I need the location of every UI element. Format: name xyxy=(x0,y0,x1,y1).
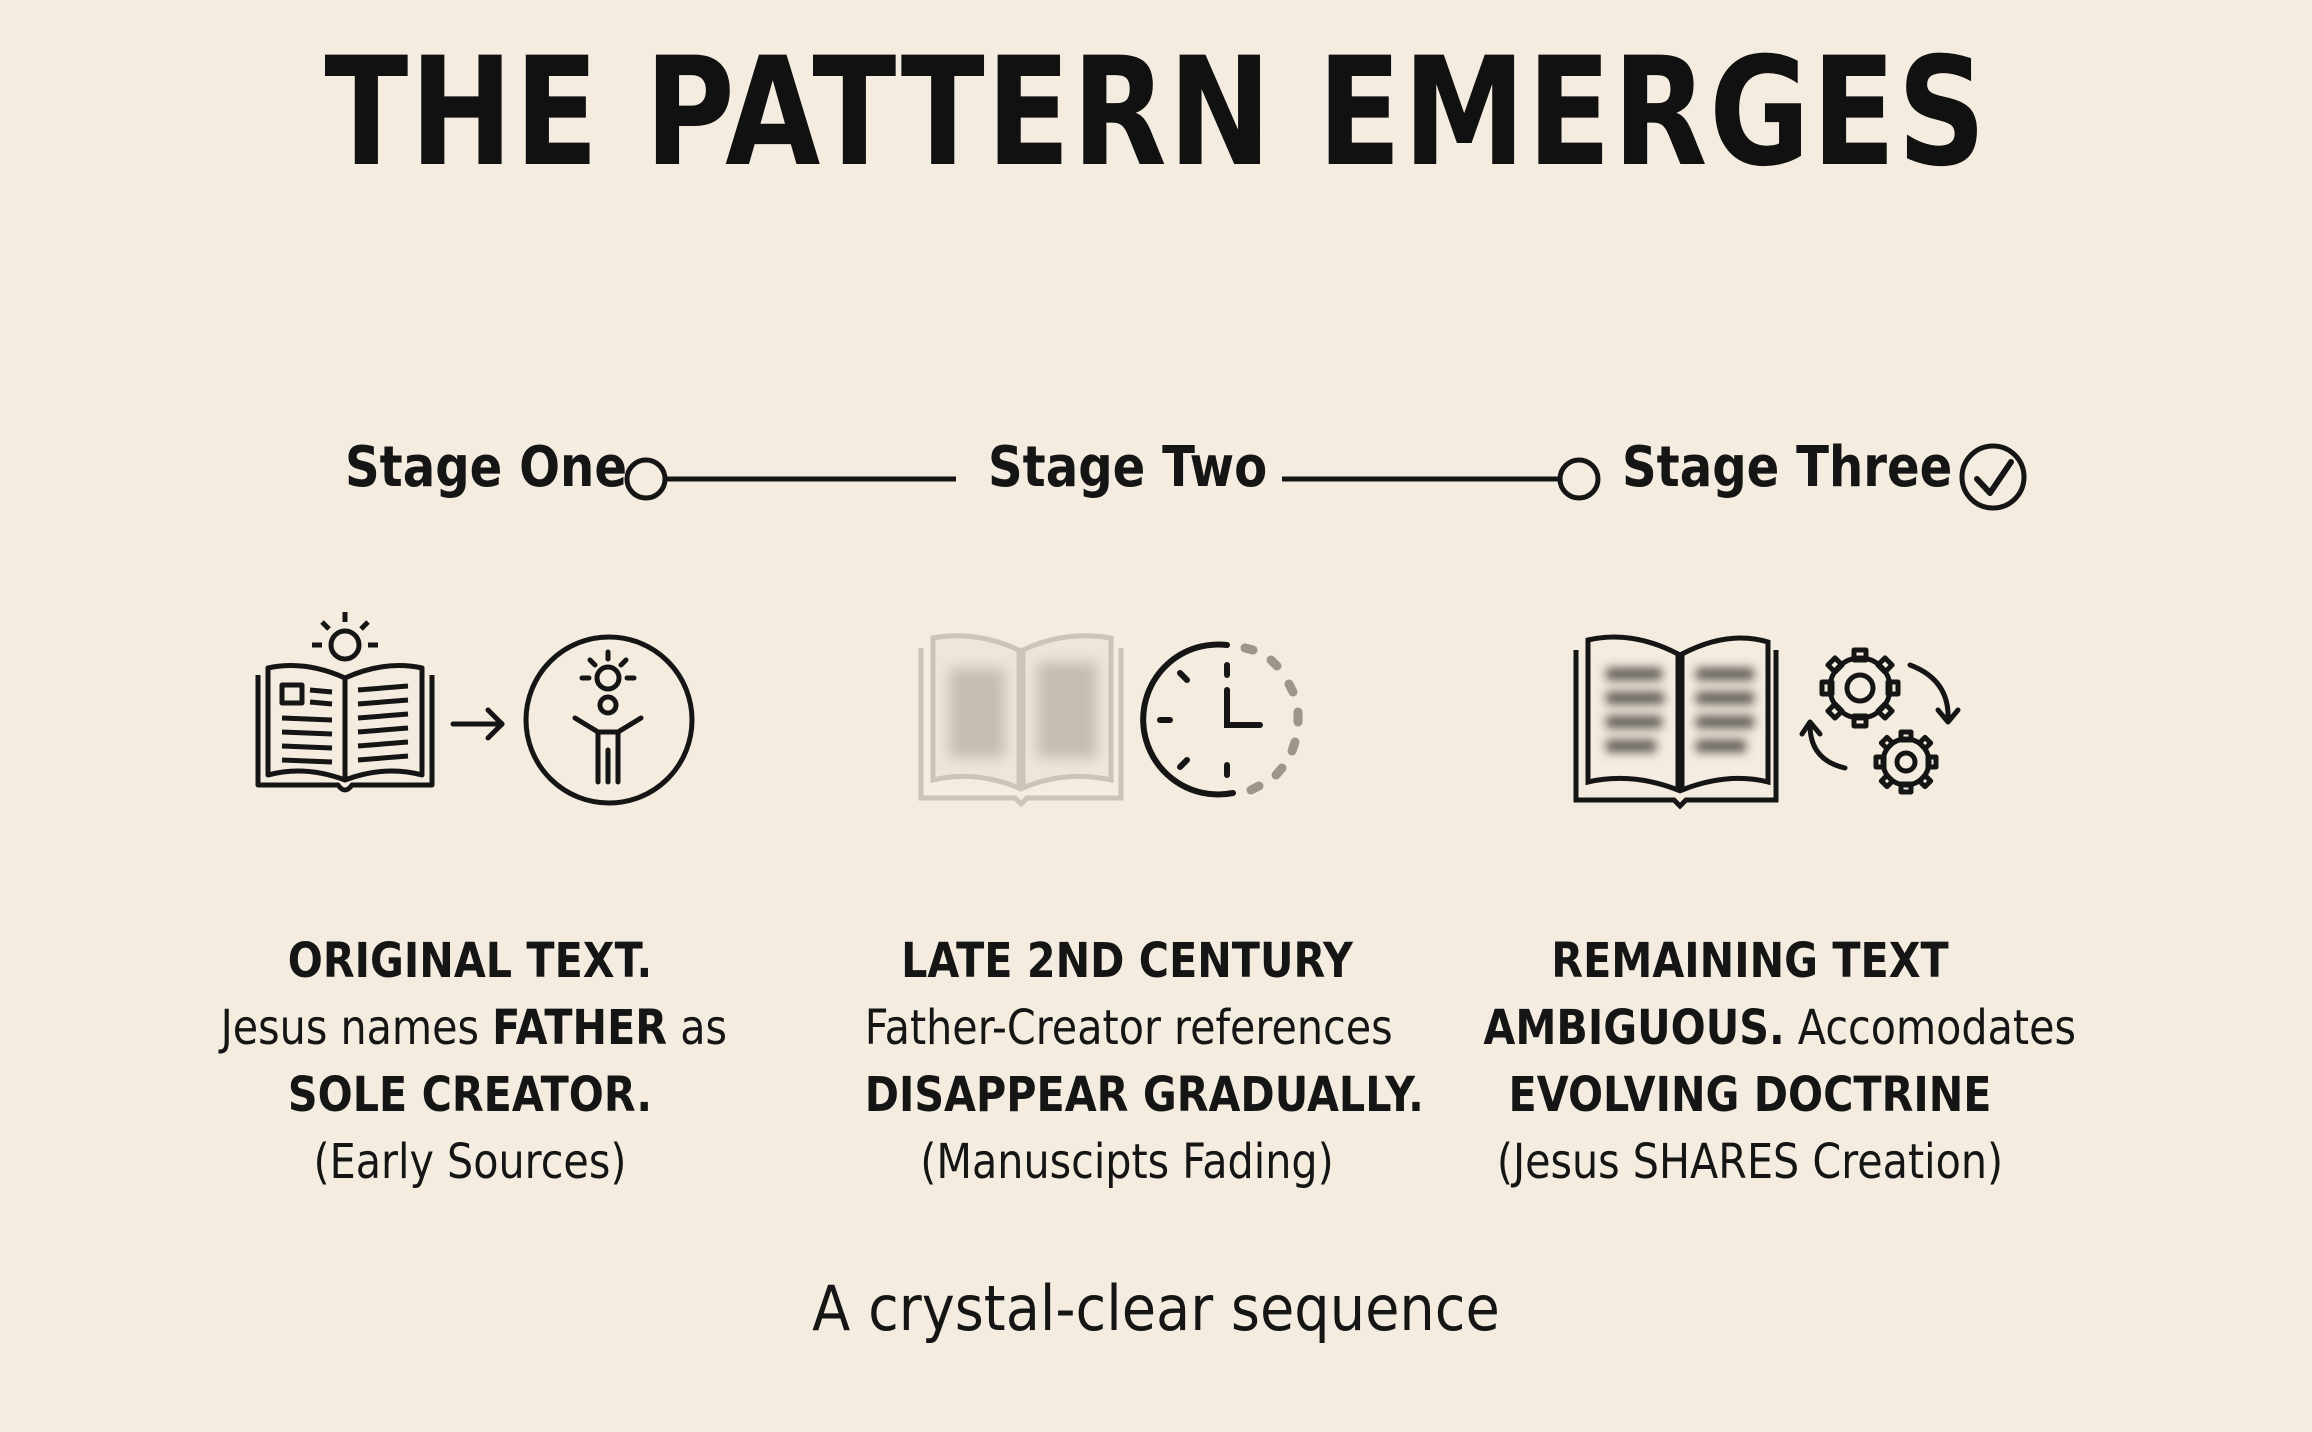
description-line: Jesus names FATHER as xyxy=(220,995,727,1062)
stage-three-icons xyxy=(1573,634,1961,810)
body-text: (Manuscipts Fading) xyxy=(920,1134,1334,1190)
body-text: Jesus names xyxy=(220,1000,493,1056)
stage-two-icons xyxy=(918,633,1303,808)
description-line: EVOLVING DOCTRINE xyxy=(1483,1062,2016,1129)
faded-book-icon xyxy=(918,633,1124,808)
emphasis-text: FATHER xyxy=(492,1000,668,1056)
arrow-right-icon xyxy=(450,707,505,741)
body-text: Father-Creator references xyxy=(864,1000,1393,1056)
stage-two-description: LATE 2ND CENTURY Father-Creator reference… xyxy=(864,928,1424,1196)
description-line: AMBIGUOUS. Accomodates xyxy=(1483,995,2076,1062)
emphasis-text: AMBIGUOUS. xyxy=(1483,1000,1785,1056)
description-line: (Jesus SHARES Creation) xyxy=(1483,1129,2016,1196)
description-line: REMAINING TEXT xyxy=(1483,928,2016,995)
emphasis-text: REMAINING TEXT xyxy=(1551,933,1949,989)
description-line: DISAPPEAR GRADUALLY. xyxy=(865,1062,1424,1129)
clock-icon xyxy=(1140,641,1303,798)
stage-three-label: Stage Three xyxy=(1622,435,1953,500)
emphasis-text: EVOLVING DOCTRINE xyxy=(1508,1067,1992,1123)
body-text: (Jesus SHARES Creation) xyxy=(1496,1134,2004,1190)
description-line: (Early Sources) xyxy=(221,1129,720,1196)
page-title: THE PATTERN EMERGES xyxy=(324,26,1988,200)
check-circle-icon xyxy=(1959,443,2027,511)
person-enlightened-icon xyxy=(523,634,695,806)
description-line: (Manuscipts Fading) xyxy=(865,1129,1390,1196)
stage-two-label: Stage Two xyxy=(988,435,1268,500)
emphasis-text: LATE 2ND CENTURY xyxy=(901,933,1353,989)
gears-cycle-icon xyxy=(1799,647,1961,795)
emphasis-text: DISAPPEAR GRADUALLY. xyxy=(864,1067,1424,1123)
timeline-node-1 xyxy=(624,457,668,501)
body-text: as xyxy=(667,1000,728,1056)
body-text: (Early Sources) xyxy=(313,1134,627,1190)
open-book-icon xyxy=(255,612,435,793)
body-text: Accomodates xyxy=(1784,1000,2077,1056)
description-line: SOLE CREATOR. xyxy=(221,1062,720,1129)
stage-one-icons xyxy=(255,612,695,806)
description-line: ORIGINAL TEXT. xyxy=(221,928,720,995)
description-line: Father-Creator references xyxy=(864,995,1393,1062)
emphasis-text: ORIGINAL TEXT. xyxy=(287,933,653,989)
blurred-book-icon xyxy=(1573,634,1779,810)
emphasis-text: SOLE CREATOR. xyxy=(287,1067,653,1123)
description-line: LATE 2ND CENTURY xyxy=(865,928,1390,995)
footer-caption: A crystal-clear sequence xyxy=(812,1272,1500,1345)
stage-one-label: Stage One xyxy=(345,435,627,500)
timeline-node-3 xyxy=(1557,457,1601,501)
